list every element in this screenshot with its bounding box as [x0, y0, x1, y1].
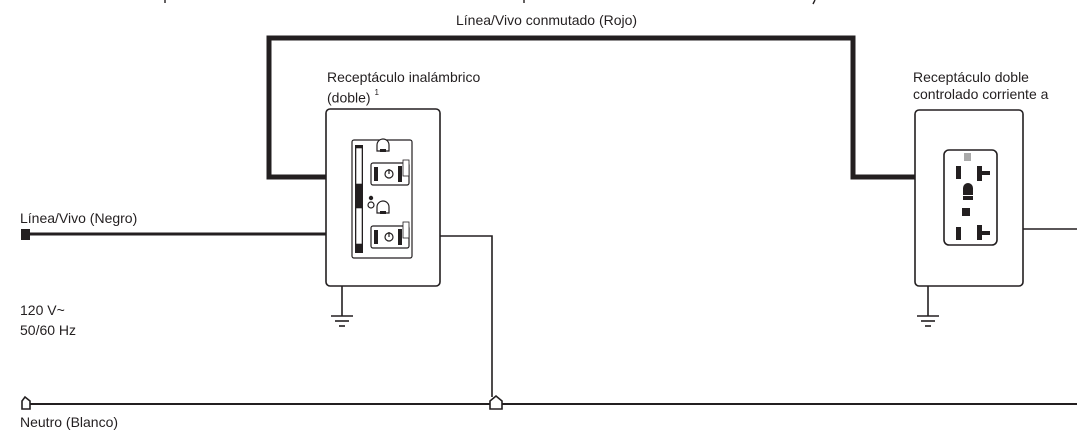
wireless-receptacle-neutral-lead	[440, 235, 493, 397]
controlled-receptacle-label: Receptáculo doble controlado corriente a	[913, 69, 1048, 103]
switched-line-label: Línea/Vivo conmutado (Rojo)	[456, 12, 638, 28]
neutral-label: Neutro (Blanco)	[20, 414, 119, 430]
switched-line-wire	[266, 35, 915, 180]
wireless-receptacle-label-line2: (doble) 1	[327, 88, 379, 106]
voltage-label: 120 V~ 50/60 Hz	[20, 302, 76, 339]
neutral-wire	[21, 394, 1077, 410]
line-hot-wire	[21, 229, 326, 240]
controlled-receptacle-ground	[917, 286, 939, 327]
controlled-receptacle-label-line2: controlado corriente a	[913, 86, 1049, 102]
controlled-receptacle	[914, 109, 1024, 287]
controlled-receptacle-label-line1: Receptáculo doble	[913, 69, 1029, 85]
neutral-terminal	[21, 395, 31, 410]
footnote-marker: 1	[374, 88, 379, 97]
wireless-receptacle-ground	[331, 286, 353, 327]
wireless-receptacle-label-line1: Receptáculo inalámbrico	[327, 69, 481, 85]
wireless-receptacle-label: Receptáculo inalámbrico (doble) 1	[327, 69, 480, 107]
line-hot-label: Línea/Vivo (Negro)	[20, 210, 138, 226]
voltage-value: 120 V~	[20, 302, 65, 318]
neutral-junction	[489, 394, 503, 410]
wireless-receptacle	[325, 108, 441, 287]
frequency-value: 50/60 Hz	[20, 322, 77, 338]
cutoff-text-fragment	[164, 0, 816, 5]
line-hot-terminal	[21, 229, 30, 240]
